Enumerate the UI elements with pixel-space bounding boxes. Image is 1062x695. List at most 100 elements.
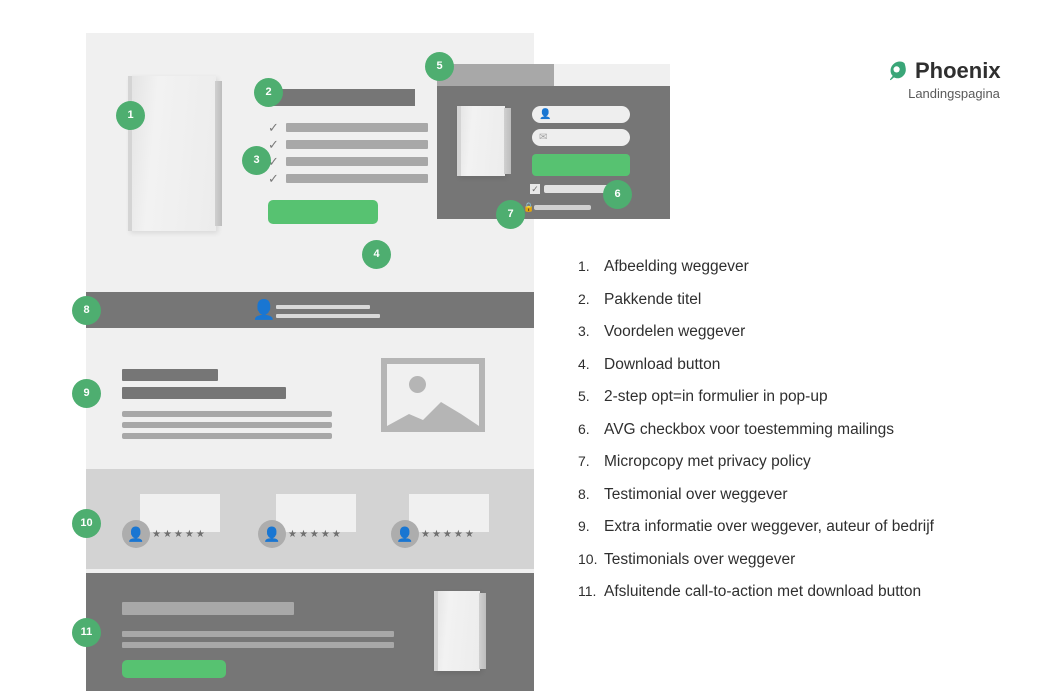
star-rating: ★★★★★ bbox=[421, 529, 476, 540]
legend-label: 2-step opt=in formulier in pop-up bbox=[604, 388, 828, 405]
book-cover bbox=[457, 106, 505, 176]
mountain-shape bbox=[387, 400, 479, 426]
testimonial-box bbox=[276, 494, 356, 532]
hero-book-mockup bbox=[128, 76, 222, 231]
legend-item-11: 11. Afsluitende call-to-action met downl… bbox=[578, 583, 1028, 601]
testimonial-card[interactable]: 👤 ★★★★★ bbox=[258, 494, 368, 554]
legend-label: Voordelen weggever bbox=[604, 323, 746, 340]
legend-item-3: 3. Voordelen weggever bbox=[578, 323, 1028, 341]
check-icon: ✓ bbox=[268, 137, 279, 152]
leaf-swirl-icon bbox=[889, 61, 906, 81]
book-edge bbox=[128, 76, 132, 231]
legend-label: Afsluitende call-to-action met download … bbox=[604, 583, 922, 600]
legend-item-4: 4. Download button bbox=[578, 356, 1028, 374]
hero-download-button[interactable] bbox=[268, 200, 378, 224]
star-rating: ★★★★★ bbox=[288, 529, 343, 540]
image-placeholder-icon bbox=[381, 358, 485, 432]
legend-item-10: 10. Testimonials over weggever bbox=[578, 551, 1028, 569]
person-icon: 👤 bbox=[391, 520, 419, 548]
legend-item-1: 1. Afbeelding weggever bbox=[578, 258, 1028, 276]
book-edge bbox=[457, 106, 461, 176]
info-heading-bar bbox=[122, 387, 286, 399]
brand-logo: Phoenix Landingspagina bbox=[884, 58, 1024, 101]
avg-consent-checkbox[interactable]: ✓ bbox=[530, 183, 540, 194]
quote-line bbox=[276, 305, 370, 309]
info-text-line bbox=[122, 411, 332, 417]
final-download-button[interactable] bbox=[122, 660, 226, 678]
legend-number: 5. bbox=[578, 388, 590, 404]
legend-label: Afbeelding weggever bbox=[604, 258, 749, 275]
cta-book-mockup bbox=[434, 591, 486, 671]
benefit-row: ✓ bbox=[268, 155, 428, 168]
legend-label: Testimonial over weggever bbox=[604, 485, 788, 503]
popup-header-light bbox=[554, 64, 670, 86]
legend-item-8: 8. Testimonial over weggever bbox=[578, 486, 1028, 504]
legend-item-6: 6. AVG checkbox voor toestemming mailing… bbox=[578, 421, 1028, 439]
benefit-bar bbox=[285, 157, 428, 166]
badge-3[interactable]: 3 bbox=[242, 146, 271, 175]
legend-number: 8. bbox=[578, 485, 590, 502]
check-icon: ✓ bbox=[268, 154, 279, 169]
hero-title-placeholder bbox=[268, 89, 415, 106]
badge-1[interactable]: 1 bbox=[116, 101, 145, 130]
legend-label: Testimonials over weggever bbox=[604, 550, 796, 568]
logo-row: Phoenix bbox=[884, 58, 1024, 84]
legend-number: 10. bbox=[578, 550, 598, 567]
final-cta-section bbox=[86, 573, 534, 691]
badge-11[interactable]: 11 bbox=[72, 618, 101, 647]
popup-header bbox=[437, 64, 554, 86]
legend-label: Pakkende titel bbox=[604, 290, 702, 308]
badge-9[interactable]: 9 bbox=[72, 379, 101, 408]
legend-item-9: 9. Extra informatie over weggever, auteu… bbox=[578, 518, 1028, 536]
quote-line bbox=[276, 314, 380, 318]
person-icon: 👤 bbox=[122, 520, 150, 548]
brand-subtitle: Landingspagina bbox=[908, 86, 1000, 101]
legend-number: 6. bbox=[578, 420, 590, 437]
info-text-line bbox=[122, 422, 332, 428]
mountain-svg bbox=[387, 402, 479, 426]
envelope-icon: ✉ bbox=[539, 131, 548, 143]
legend-number: 3. bbox=[578, 323, 590, 339]
legend-label: Download button bbox=[604, 355, 721, 373]
legend-number: 9. bbox=[578, 518, 590, 534]
testimonials-section: 👤 ★★★★★ 👤 ★★★★★ 👤 ★★★★★ bbox=[86, 469, 534, 569]
cta-text-line bbox=[122, 631, 394, 637]
person-icon: 👤 bbox=[539, 108, 552, 120]
check-icon: ✓ bbox=[268, 171, 279, 186]
lock-icon: 🔒 bbox=[523, 202, 535, 212]
badge-7[interactable]: 7 bbox=[496, 200, 525, 229]
star-rating: ★★★★★ bbox=[152, 529, 207, 540]
person-icon: 👤 bbox=[252, 300, 276, 321]
extra-info-section bbox=[86, 343, 534, 465]
book-cover bbox=[128, 76, 216, 231]
badge-10[interactable]: 10 bbox=[72, 509, 101, 538]
check-icon: ✓ bbox=[268, 120, 279, 135]
optin-popup: 👤 ✉ ✓ 🔒 bbox=[437, 64, 670, 219]
benefit-row: ✓ bbox=[268, 121, 428, 134]
privacy-microcopy-bar bbox=[534, 205, 591, 210]
book-edge bbox=[434, 591, 438, 671]
legend-number: 1. bbox=[578, 258, 590, 274]
info-heading-bar bbox=[122, 369, 218, 381]
legend-number: 2. bbox=[578, 290, 590, 307]
testimonial-box bbox=[140, 494, 220, 532]
sun-shape bbox=[409, 376, 426, 393]
book-spine bbox=[504, 108, 511, 174]
book-cover bbox=[434, 591, 480, 671]
badge-8[interactable]: 8 bbox=[72, 296, 101, 325]
legend-number: 4. bbox=[578, 355, 590, 372]
badge-6[interactable]: 6 bbox=[603, 180, 632, 209]
person-icon: 👤 bbox=[258, 520, 286, 548]
badge-5[interactable]: 5 bbox=[425, 52, 454, 81]
book-spine bbox=[215, 80, 222, 227]
email-input[interactable]: ✉ bbox=[532, 129, 630, 146]
popup-submit-button[interactable] bbox=[532, 154, 630, 176]
name-input[interactable]: 👤 bbox=[532, 106, 630, 123]
popup-body: 👤 ✉ ✓ 🔒 bbox=[437, 86, 670, 219]
info-text-line bbox=[122, 433, 332, 439]
testimonial-card[interactable]: 👤 ★★★★★ bbox=[391, 494, 501, 554]
legend-item-7: 7. Micropcopy met privacy policy bbox=[578, 453, 1028, 471]
testimonial-card[interactable]: 👤 ★★★★★ bbox=[122, 494, 232, 554]
badge-2[interactable]: 2 bbox=[254, 78, 283, 107]
badge-4[interactable]: 4 bbox=[362, 240, 391, 269]
